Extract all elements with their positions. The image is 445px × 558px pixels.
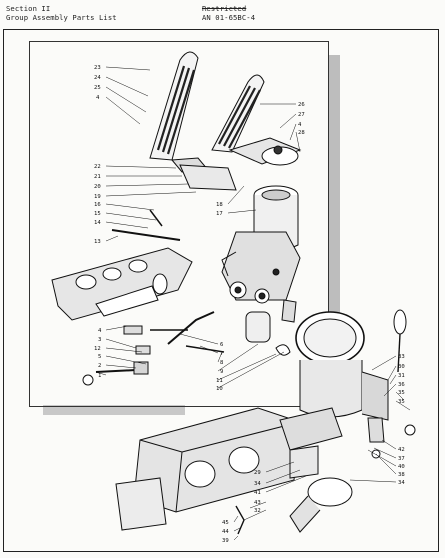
callout-21: 21	[94, 174, 101, 180]
callout-28: 28	[298, 130, 305, 136]
callout-29: 29	[254, 470, 261, 476]
callout-40: 40	[398, 464, 405, 470]
callout-5: 5	[98, 354, 101, 360]
small-hardware-group	[82, 299, 297, 386]
callout-18: 18	[216, 202, 223, 208]
callout-11: 11	[216, 378, 223, 384]
callout-32: 32	[254, 508, 261, 514]
callout-34: 34	[398, 480, 405, 486]
master-cylinder	[221, 185, 301, 304]
callout-43: 43	[254, 500, 261, 506]
header-left: Section II Group Assembly Parts List	[6, 4, 117, 22]
push-rod	[111, 229, 181, 241]
callout-12: 12	[94, 346, 101, 352]
inner-panel	[29, 41, 329, 407]
callout-labels: 23 24 25 4 26 27 4 28 22 21 20 19 16 15 …	[94, 65, 405, 544]
callout-4: 4	[96, 95, 100, 101]
panel-shadow-bottom	[43, 405, 185, 415]
restriction-label: Restricted	[202, 4, 247, 13]
callout-2: 2	[98, 363, 101, 369]
callout-35: 35	[398, 390, 405, 396]
callout-7: 7	[220, 351, 223, 357]
callout-34: 34	[254, 481, 261, 487]
callout-37: 37	[398, 456, 405, 462]
callout-8: 8	[220, 360, 224, 366]
callout-6: 6	[220, 342, 223, 348]
callout-31: 31	[398, 373, 405, 379]
callout-36: 36	[398, 382, 405, 388]
callout-4: 4	[298, 122, 302, 128]
callout-30: 30	[398, 364, 405, 370]
callout-22: 22	[94, 164, 101, 170]
header-right: Restricted AN 01-65BC-4	[202, 4, 255, 22]
callout-13: 13	[94, 239, 101, 245]
rudder-pedal-left	[149, 51, 210, 173]
callout-15: 15	[94, 211, 101, 217]
outer-frame	[3, 29, 439, 552]
callout-17: 17	[216, 211, 223, 217]
callout-1: 1	[98, 373, 101, 379]
callout-4: 4	[98, 328, 102, 334]
reservoir-assembly	[295, 309, 407, 421]
callout-39: 39	[222, 538, 229, 544]
callout-26: 26	[298, 102, 305, 108]
callout-leaders	[95, 66, 411, 541]
callout-14: 14	[94, 220, 101, 226]
pedal-bracket	[179, 164, 237, 191]
control-housing-box	[115, 407, 301, 531]
mounting-bracket-plate	[51, 247, 193, 321]
callout-25: 25	[94, 85, 101, 91]
callout-35: 35	[398, 399, 405, 405]
valve-and-fittings	[235, 407, 416, 535]
document-number: AN 01-65BC-4	[202, 13, 256, 22]
callout-24: 24	[94, 75, 101, 81]
callout-23: 23	[94, 65, 101, 71]
spring	[149, 209, 163, 227]
section-label: Section II	[6, 4, 51, 13]
callout-45: 45	[222, 520, 229, 526]
callout-33: 33	[398, 354, 405, 360]
callout-41: 41	[254, 490, 261, 496]
callout-9: 9	[220, 369, 223, 375]
callout-38: 38	[398, 472, 405, 478]
callout-42: 42	[398, 447, 405, 453]
panel-shadow-right	[328, 55, 340, 385]
callout-3: 3	[98, 337, 101, 343]
callout-27: 27	[298, 112, 305, 118]
callout-19: 19	[94, 194, 101, 200]
section-subtitle: Group Assembly Parts List	[6, 13, 117, 22]
callout-44: 44	[222, 529, 229, 535]
rudder-pedal-right	[211, 74, 302, 166]
callout-20: 20	[94, 184, 101, 190]
callout-16: 16	[94, 202, 101, 208]
callout-10: 10	[216, 386, 223, 392]
